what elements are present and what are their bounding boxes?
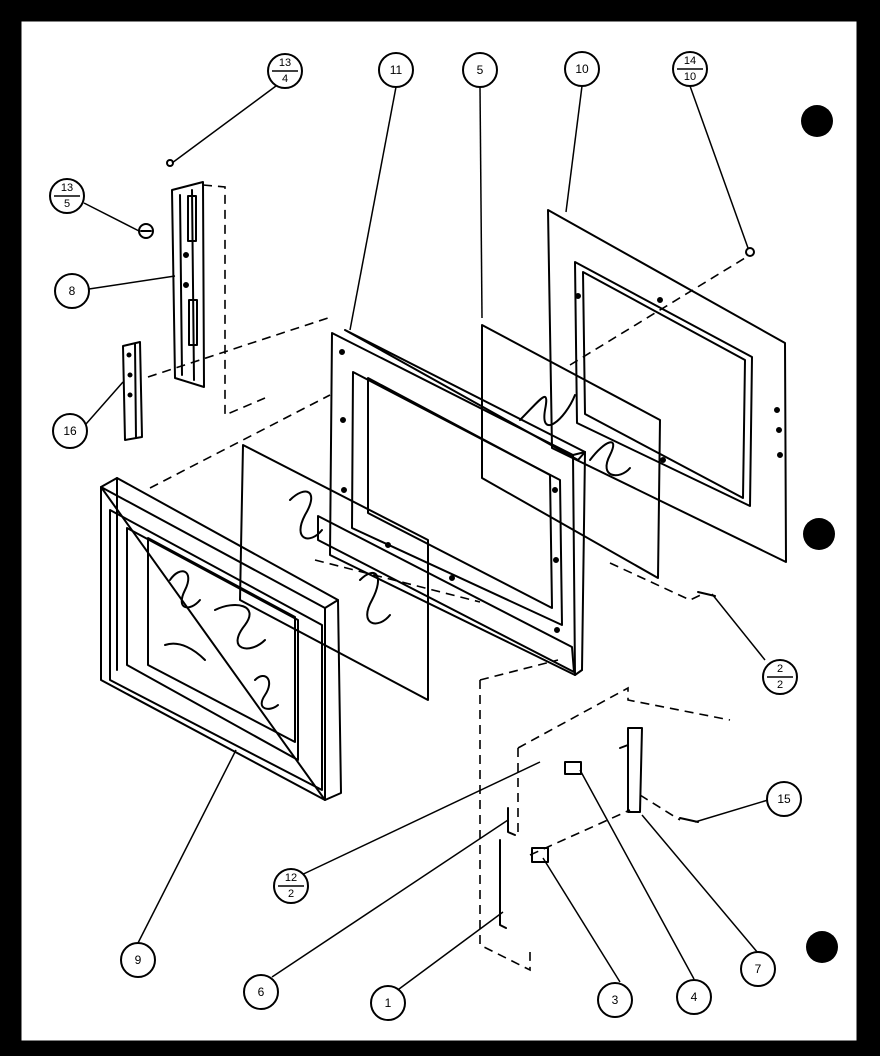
part-9-front-door-assembly	[100, 477, 342, 801]
binder-hole-bottom	[806, 931, 838, 963]
part-11-inner-door-frame	[317, 329, 586, 676]
callout-8-label: 8	[69, 284, 76, 298]
ref-callout-13-5: 13 5	[49, 178, 85, 214]
ref-callout-12-2: 12 2	[273, 868, 309, 904]
callout-8: 8	[54, 273, 90, 309]
part-3-switch	[531, 847, 549, 863]
part-6-actuator	[507, 807, 516, 836]
callout-16-label: 16	[63, 424, 77, 438]
callout-9: 9	[120, 942, 156, 978]
ref-12-2-bottom: 2	[288, 888, 294, 900]
ref-12-2-top: 12	[285, 872, 297, 884]
part-8-hinge-bracket	[171, 181, 205, 388]
leader-lines	[83, 82, 769, 993]
part-5-choke-sheet	[481, 324, 661, 579]
ref-13-4-bottom: 4	[282, 73, 288, 85]
part-4-switch	[564, 761, 582, 775]
ref-callout-13-4: 13 4	[267, 53, 303, 89]
callout-3: 3	[597, 982, 633, 1018]
ref-13-5-top: 13	[61, 182, 73, 194]
callout-3-label: 3	[612, 993, 619, 1007]
ref-14-10-top: 14	[684, 55, 696, 67]
callout-15-label: 15	[777, 792, 791, 806]
ref-13-5-bottom: 5	[64, 198, 70, 210]
ref-callout-14-10: 14 10	[672, 51, 708, 87]
part-10-outer-door-panel	[547, 209, 787, 563]
callout-15: 15	[766, 781, 802, 817]
callout-4-label: 4	[691, 990, 698, 1004]
ref-callout-2-2: 2 2	[762, 659, 798, 695]
paper-sheet	[18, 18, 860, 1044]
screw-14-10	[745, 247, 755, 257]
part-1-latch-lever	[499, 839, 507, 929]
callout-7-label: 7	[755, 962, 762, 976]
callout-4: 4	[676, 979, 712, 1015]
callout-1: 1	[370, 985, 406, 1021]
callout-7: 7	[740, 951, 776, 987]
ref-2-2-bottom: 2	[777, 679, 783, 691]
callout-5-label: 5	[477, 63, 484, 77]
callout-6-label: 6	[258, 985, 265, 999]
part-16-latch-block	[122, 341, 143, 441]
callout-1-label: 1	[385, 996, 392, 1010]
callout-6: 6	[243, 974, 279, 1010]
ref-13-4-top: 13	[279, 57, 291, 69]
binder-holes	[801, 105, 838, 963]
callout-10: 10	[564, 51, 600, 87]
part-7-latch-plate	[619, 727, 643, 813]
alignment-dashed-lines	[147, 184, 746, 972]
callout-5: 5	[462, 52, 498, 88]
door-glass-panel	[239, 444, 429, 701]
callout-11-label: 11	[390, 63, 403, 77]
binder-hole-middle	[803, 518, 835, 550]
callout-10-label: 10	[575, 62, 589, 76]
callout-11: 11	[378, 52, 414, 88]
ref-14-10-bottom: 10	[684, 71, 696, 83]
ref-2-2-top: 2	[777, 663, 783, 675]
callout-16: 16	[52, 413, 88, 449]
callout-9-label: 9	[135, 953, 142, 967]
binder-hole-top	[801, 105, 833, 137]
